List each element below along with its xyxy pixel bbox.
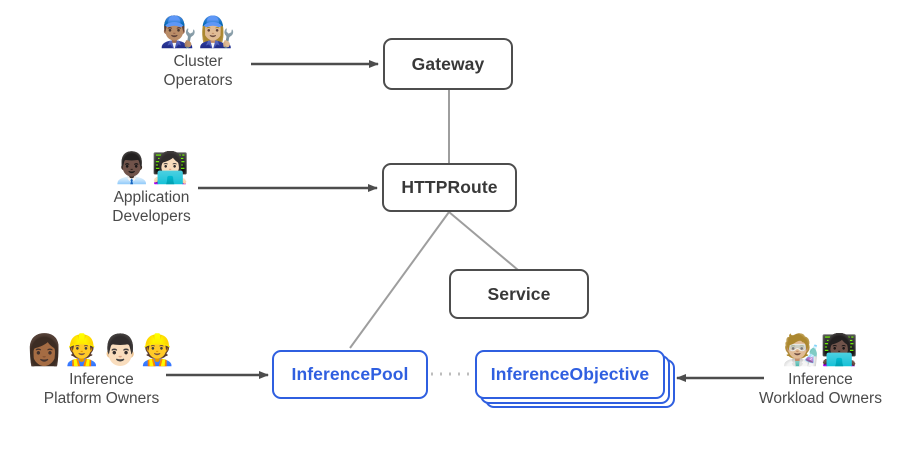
node-inferencepool[interactable]: InferencePool xyxy=(272,350,428,399)
actor-inference-platform-owners[interactable]: 👩🏾‍👷👨🏻‍👷 Inference Platform Owners xyxy=(19,334,184,408)
actor-cluster-operators-line1: Cluster xyxy=(173,53,223,70)
node-inferenceobjective-label: InferenceObjective xyxy=(490,364,650,384)
node-httproute[interactable]: HTTPRoute xyxy=(382,163,517,212)
application-developers-icon: 👨🏿‍💼👩🏻‍💻 xyxy=(113,152,190,185)
cluster-operators-icon: 👨🏽‍🔧👩🏼‍🔧 xyxy=(159,16,237,49)
actor-cluster-operators-line2: Operators xyxy=(163,72,233,89)
node-inferencepool-label: InferencePool xyxy=(291,364,409,384)
node-gateway-label: Gateway xyxy=(411,53,485,74)
actor-application-developers[interactable]: 👨🏿‍💼👩🏻‍💻 Application Developers xyxy=(69,152,234,226)
node-inferenceobjective[interactable]: InferenceObjective xyxy=(475,350,665,399)
actor-inference-platform-owners-line1: Inference xyxy=(69,371,134,388)
actor-inference-platform-owners-line2: Platform Owners xyxy=(43,390,160,407)
actor-application-developers-line1: Application xyxy=(113,189,190,206)
actor-inference-workload-owners[interactable]: 🧑🏼‍🔬👩🏿‍💻 Inference Workload Owners xyxy=(738,334,902,408)
node-service[interactable]: Service xyxy=(449,269,589,319)
node-httproute-label: HTTPRoute xyxy=(401,177,498,197)
actor-inference-workload-owners-line2: Workload Owners xyxy=(759,390,882,407)
inference-workload-owners-icon: 🧑🏼‍🔬👩🏿‍💻 xyxy=(782,334,859,367)
actor-application-developers-line2: Developers xyxy=(112,208,191,225)
edge-httproute-to-inferencepool xyxy=(349,211,450,349)
node-gateway[interactable]: Gateway xyxy=(383,38,513,90)
actor-cluster-operators[interactable]: 👨🏽‍🔧👩🏼‍🔧 Cluster Operators xyxy=(130,16,266,90)
node-service-label: Service xyxy=(487,283,551,304)
actor-inference-workload-owners-line1: Inference xyxy=(788,371,853,388)
edge-httproute-to-service xyxy=(448,211,519,271)
inference-platform-owners-icon: 👩🏾‍👷👨🏻‍👷 xyxy=(25,334,178,367)
